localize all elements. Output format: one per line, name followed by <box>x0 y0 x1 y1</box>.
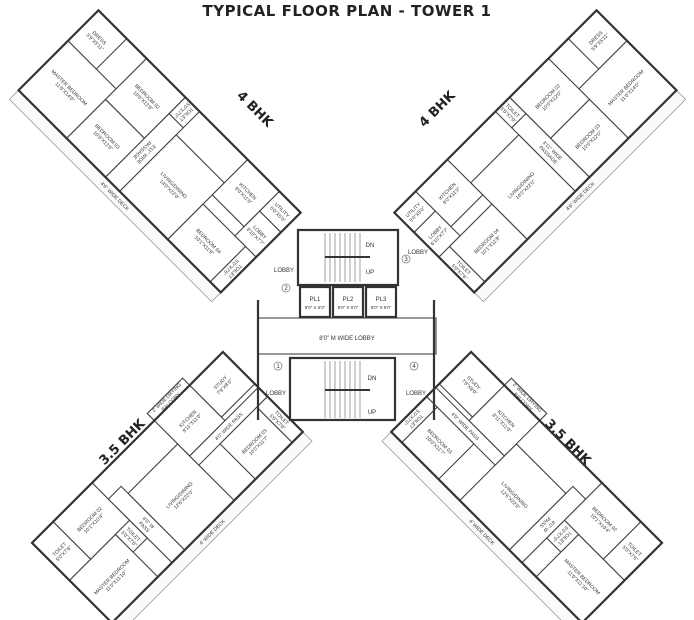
lift-pl1-dim: 8'0" X 6'0" <box>305 305 326 310</box>
wing-label-top-right: 4 BHK <box>417 88 460 131</box>
upper-stair-up: UP <box>366 270 374 276</box>
lift-pl1 <box>298 285 332 319</box>
lobby-label-2: LOBBY <box>274 268 294 274</box>
lift-pl2 <box>331 285 365 319</box>
lobby-label-1: LOBBY <box>266 391 286 397</box>
lower-staircase <box>288 356 397 422</box>
lift-pl2-name: PL2 <box>343 297 354 303</box>
lobby-label-3: LOBBY <box>408 250 428 256</box>
plan-title: TYPICAL FLOOR PLAN - TOWER 1 <box>202 2 492 20</box>
unit-number-1: 1 <box>276 364 280 370</box>
wing-label-top-left: 4 BHK <box>233 89 276 132</box>
unit-number-2: 2 <box>284 286 288 292</box>
wing-outer-wall <box>389 350 664 620</box>
lift-pl1-name: PL1 <box>310 297 321 303</box>
lift-pl2-dim: 8'0" X 6'0" <box>338 305 359 310</box>
central-core: 8'0" M WIDE LOBBY DN UP PL1 8'0" X 6'0" … <box>256 228 437 422</box>
lift-pl3-dim: 8'0" X 6'0" <box>371 305 392 310</box>
unit-number-3: 3 <box>404 257 408 263</box>
upper-staircase <box>296 228 400 287</box>
main-lobby <box>257 317 437 355</box>
wing-label-bottom-right: 3.5 BHK <box>542 417 595 470</box>
unit-number-4: 4 <box>412 364 416 370</box>
unit-number-markers: 1 2 3 4 <box>273 254 419 371</box>
lobby-label-4: LOBBY <box>406 391 426 397</box>
upper-stair-dn: DN <box>366 243 375 249</box>
lift-row: PL1 8'0" X 6'0" PL2 8'0" X 6'0" PL3 8'0"… <box>298 285 398 319</box>
wing-bottom-right-3-5bhk: MASTER BEDROOM11'0"X11'10"TOILET5'0"X7'6… <box>381 350 664 620</box>
wing-label-bottom-left: 3.5 BHK <box>97 416 150 469</box>
wing-outer-wall <box>16 8 303 295</box>
wing-outer-wall <box>392 8 679 295</box>
lift-pl3-name: PL3 <box>376 297 387 303</box>
wing-top-right-4bhk: MASTER BEDROOM11'0"X14'0"DRESS5'9"X5'11"… <box>392 8 687 303</box>
wings: MASTER BEDROOM11'0"X14'0"DRESS5'9"X5'11"… <box>8 8 687 620</box>
wing-top-left-4bhk: MASTER BEDROOM11'0"X14'0"DRESS5'9"X5'11"… <box>8 8 303 303</box>
lower-stair-dn: DN <box>368 376 377 382</box>
wing-outer-wall <box>30 350 305 620</box>
main-lobby-label: 8'0" M WIDE LOBBY <box>319 336 375 342</box>
wing-bottom-left-3-5bhk: MASTER BEDROOM11'0"X11'10"TOILET5'0"X7'6… <box>30 350 313 620</box>
lift-pl3 <box>364 285 398 319</box>
lower-stair-up: UP <box>368 410 376 416</box>
